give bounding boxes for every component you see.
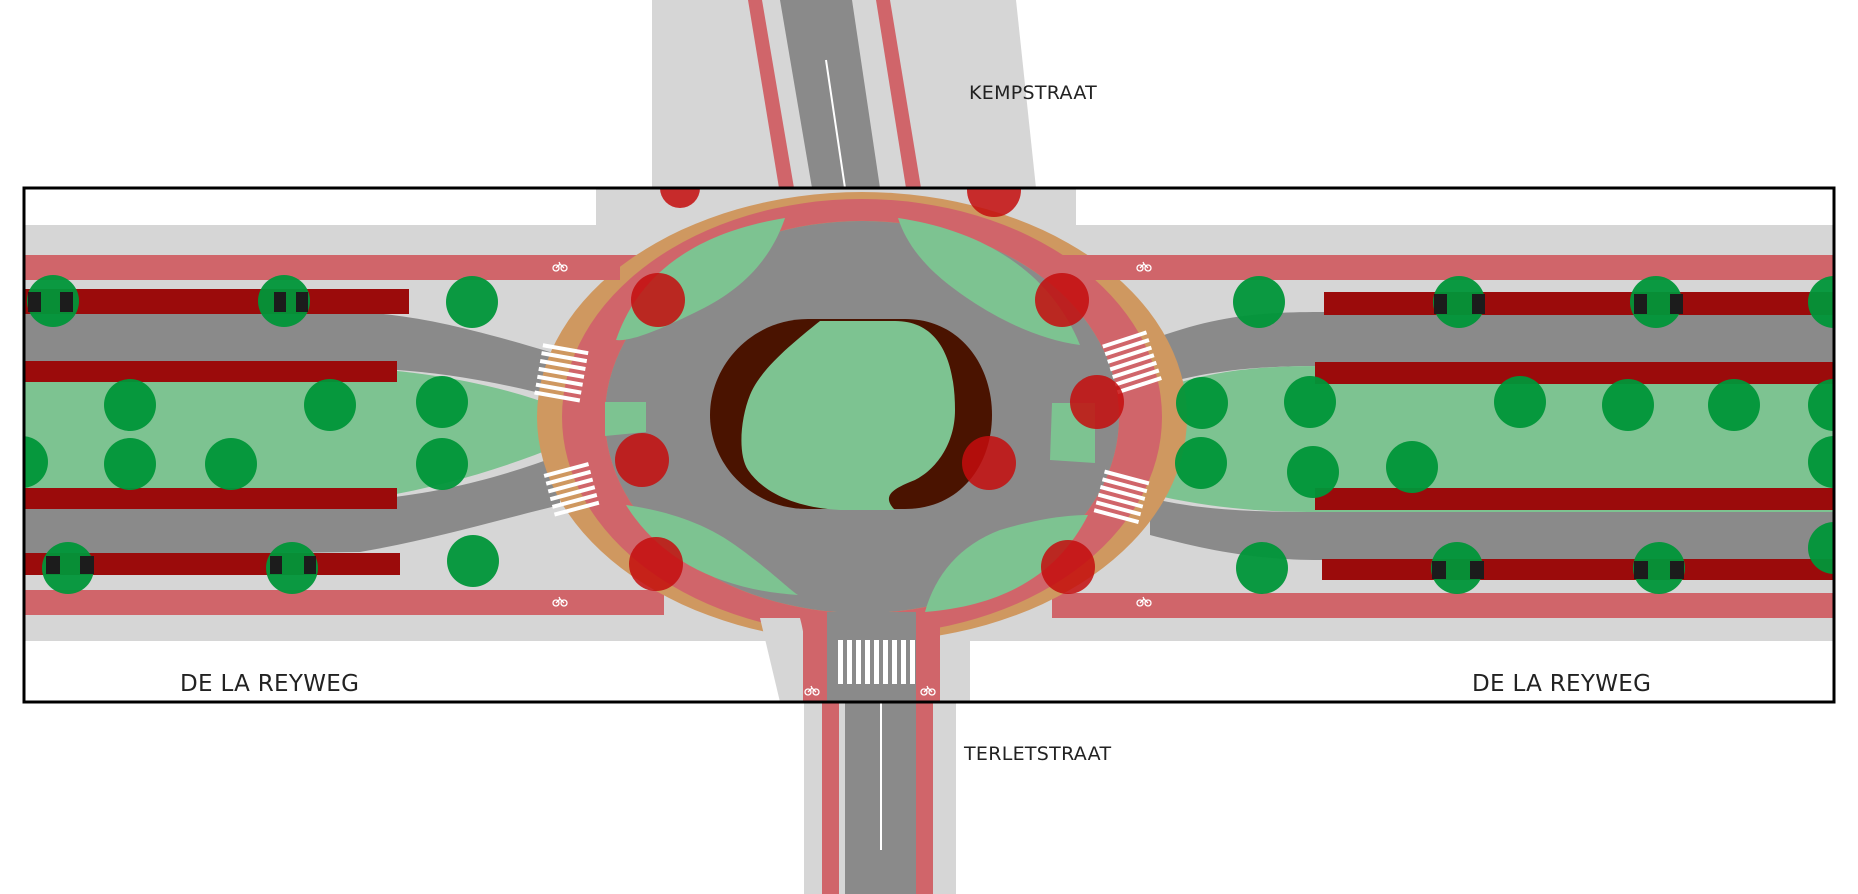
tree-icon bbox=[1808, 522, 1834, 574]
tree-trunk-markers bbox=[28, 292, 1684, 579]
zebra-west-north bbox=[534, 343, 589, 403]
tree-icon bbox=[304, 379, 356, 431]
street-label-de-la-reyweg-east: DE LA REYWEG bbox=[1472, 671, 1652, 697]
removed-tree-icon bbox=[967, 188, 1021, 217]
plan-frame bbox=[22, 186, 1836, 704]
south-bikelane-right bbox=[916, 700, 933, 894]
new-trees bbox=[24, 275, 1834, 594]
bike-icon bbox=[1136, 261, 1152, 272]
zebra-south bbox=[838, 640, 915, 684]
removed-tree-icon bbox=[962, 436, 1016, 490]
removed-tree-icon bbox=[1035, 273, 1089, 327]
bikelane-south-east bbox=[1052, 593, 1834, 618]
tree-icon bbox=[266, 542, 318, 594]
removed-tree-icon bbox=[631, 273, 685, 327]
north-bikelane-left bbox=[748, 0, 794, 188]
island-west-small bbox=[605, 402, 646, 436]
street-label-de-la-reyweg-west: DE LA REYWEG bbox=[180, 671, 360, 697]
tree-icon bbox=[27, 275, 79, 327]
tree-icon bbox=[1494, 376, 1546, 428]
removed-tree-icon bbox=[660, 188, 700, 208]
tree-icon bbox=[1386, 441, 1438, 493]
island-ne bbox=[898, 218, 1080, 345]
road-west-north bbox=[24, 308, 560, 398]
parking-east-2 bbox=[1315, 362, 1834, 384]
removed-tree-icon bbox=[1070, 375, 1124, 429]
bike-icon bbox=[552, 261, 568, 272]
roundabout-west-gap bbox=[540, 258, 620, 280]
tree-icon bbox=[104, 438, 156, 490]
island-sw bbox=[626, 505, 798, 595]
tree-icon bbox=[205, 438, 257, 490]
removed-tree-icon bbox=[615, 433, 669, 487]
south-bikelane-left bbox=[822, 700, 839, 894]
tree-icon bbox=[1808, 436, 1834, 488]
bikelane-north-east bbox=[1052, 255, 1834, 280]
zebra-east-south bbox=[1093, 469, 1150, 525]
tree-icon bbox=[1602, 379, 1654, 431]
tree-icon bbox=[42, 542, 94, 594]
island-se bbox=[925, 515, 1088, 612]
tree-icon bbox=[1287, 446, 1339, 498]
parking-west-2 bbox=[24, 361, 397, 382]
tree-icon bbox=[416, 376, 468, 428]
tree-icon bbox=[416, 438, 468, 490]
south-approach-sidewalk bbox=[760, 618, 806, 702]
tree-icon bbox=[1176, 377, 1228, 429]
parking-east-3 bbox=[1315, 488, 1834, 510]
tree-icon bbox=[1808, 276, 1834, 328]
tree-icon bbox=[1175, 437, 1227, 489]
tree-icon bbox=[1630, 276, 1682, 328]
bike-symbol-icons bbox=[552, 261, 1152, 696]
zebra-east-north bbox=[1102, 330, 1162, 395]
zebra-west-south bbox=[543, 462, 600, 517]
street-label-kempstraat: KEMPSTRAAT bbox=[969, 82, 1098, 104]
removed-trees bbox=[615, 188, 1124, 594]
tree-icon bbox=[1431, 542, 1483, 594]
north-centerline bbox=[825, 59, 846, 189]
tree-icon bbox=[446, 276, 498, 328]
parking-east-4 bbox=[1322, 559, 1834, 580]
street-label-terletstraat: TERLETSTRAAT bbox=[964, 743, 1112, 765]
north-bikelane-right bbox=[876, 0, 921, 188]
framed-plan bbox=[24, 188, 1834, 702]
bike-icon bbox=[1136, 596, 1152, 607]
removed-tree-icon bbox=[1041, 540, 1095, 594]
bike-icon bbox=[920, 685, 936, 696]
parking-west-3 bbox=[24, 488, 397, 509]
tree-icon bbox=[1236, 542, 1288, 594]
tree-icon bbox=[1284, 376, 1336, 428]
south-approach-bike-left bbox=[803, 612, 827, 702]
tree-icon bbox=[1808, 379, 1834, 431]
parking-west-1 bbox=[24, 289, 409, 314]
tree-icon bbox=[1233, 276, 1285, 328]
bikelane-south-west bbox=[24, 590, 664, 615]
bike-icon bbox=[804, 685, 820, 696]
road-east-north bbox=[1150, 312, 1834, 388]
tree-icon bbox=[1708, 379, 1760, 431]
tree-icon bbox=[24, 436, 48, 488]
bike-icon bbox=[552, 596, 568, 607]
parking-east-1 bbox=[1324, 292, 1834, 315]
central-island bbox=[741, 321, 955, 510]
removed-tree-icon bbox=[629, 537, 683, 591]
north-road bbox=[780, 0, 880, 188]
tree-icon bbox=[447, 535, 499, 587]
south-road bbox=[845, 700, 921, 894]
tree-icon bbox=[104, 379, 156, 431]
tree-icon bbox=[1433, 276, 1485, 328]
tree-icon bbox=[1633, 542, 1685, 594]
